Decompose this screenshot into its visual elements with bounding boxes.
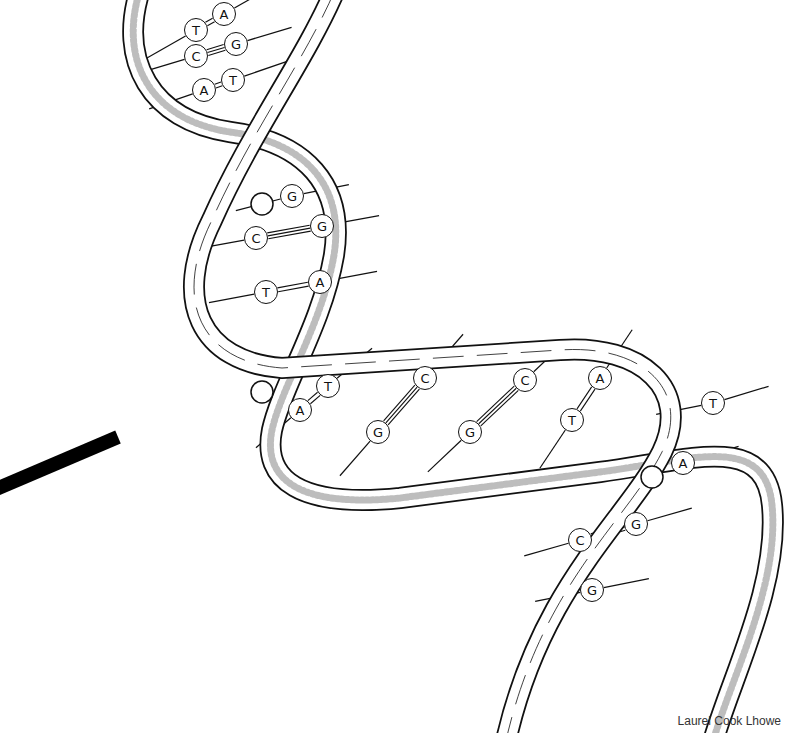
- base-circle: C: [184, 44, 208, 68]
- base-letter: C: [420, 372, 429, 385]
- base-letter: A: [200, 84, 209, 97]
- base-circle: G: [624, 512, 648, 536]
- base-letter: T: [568, 414, 576, 427]
- base-letter: T: [192, 24, 200, 37]
- base-letter: A: [220, 8, 229, 21]
- base-circle: C: [568, 528, 592, 552]
- base-letter: C: [251, 232, 260, 245]
- backbone-outline: [194, 0, 671, 733]
- backbone-rung: [524, 543, 568, 556]
- base-letter: G: [373, 426, 383, 439]
- backbone-ribbon: [133, 0, 773, 733]
- base-circle: A: [192, 78, 216, 102]
- credit-text: Laurel Cook Lhowe: [678, 714, 781, 728]
- bond-line: [207, 22, 214, 26]
- base-circle: A: [288, 398, 312, 422]
- base-letter: T: [324, 380, 332, 393]
- backbone-rung: [247, 27, 291, 40]
- pointer-bar: [0, 437, 118, 489]
- hydrogen-bond: [477, 386, 519, 426]
- bond-line: [479, 388, 517, 424]
- base-letter: G: [317, 220, 327, 233]
- bond-line: [384, 385, 415, 421]
- bond-line: [310, 395, 320, 403]
- backbone-rung: [604, 579, 649, 588]
- base-letter: A: [679, 457, 688, 470]
- base-circle: A: [212, 2, 236, 26]
- base-letter: T: [262, 286, 270, 299]
- hydrogen-bond: [577, 387, 595, 411]
- base-circle: A: [308, 270, 332, 294]
- base-letter: T: [229, 74, 237, 87]
- base-letter: G: [465, 426, 475, 439]
- base-circle: G: [310, 214, 334, 238]
- bond-line: [481, 390, 519, 426]
- backbone-rung: [428, 440, 461, 472]
- base-circle: G: [580, 578, 604, 602]
- base-circle: T: [221, 68, 245, 92]
- base-letter: G: [587, 584, 597, 597]
- base-circle: T: [184, 18, 208, 42]
- base-circle: G: [366, 420, 390, 444]
- hidden-base: [251, 193, 273, 215]
- base-letter: C: [520, 374, 529, 387]
- base-letter: A: [296, 404, 305, 417]
- backbone-rung: [648, 508, 692, 521]
- backbone-outline: [133, 0, 773, 733]
- backbone-rung: [540, 430, 566, 468]
- base-circle: A: [671, 451, 695, 475]
- bond-line: [215, 82, 221, 84]
- base-letter: A: [596, 372, 605, 385]
- bond-line: [278, 286, 308, 292]
- bond-line: [268, 231, 310, 239]
- base-letter: C: [575, 534, 584, 547]
- bond-line: [388, 389, 419, 425]
- backbone-rung: [724, 386, 768, 399]
- base-circle: T: [701, 391, 725, 415]
- bond-line: [477, 386, 515, 422]
- hydrogen-bond: [207, 45, 226, 56]
- base-letter: C: [191, 50, 200, 63]
- base-circle: T: [316, 374, 340, 398]
- backbone-rung: [234, 0, 274, 8]
- bond-line: [208, 50, 225, 55]
- base-circle: A: [588, 366, 612, 390]
- hydrogen-bond: [277, 282, 308, 292]
- backbone-rung: [340, 441, 370, 476]
- bond-line: [386, 387, 417, 423]
- base-letter: T: [709, 397, 717, 410]
- base-circle: G: [280, 184, 304, 208]
- bond-line: [577, 387, 592, 409]
- base-circle: G: [224, 32, 248, 56]
- backbone-rung: [209, 294, 254, 302]
- base-circle: G: [458, 420, 482, 444]
- base-circle: C: [413, 366, 437, 390]
- hydrogen-bond: [267, 225, 310, 239]
- hidden-base: [641, 466, 663, 488]
- base-letter: G: [631, 518, 641, 531]
- bond-line: [205, 18, 212, 22]
- base-letter: G: [231, 38, 241, 51]
- hydrogen-bond: [384, 385, 420, 425]
- bond-line: [216, 86, 222, 88]
- base-circle: C: [244, 226, 268, 250]
- backbone-edge-line: [194, 0, 671, 733]
- backbone-ribbon: [194, 0, 671, 733]
- base-circle: T: [560, 408, 584, 432]
- base-circle: T: [254, 280, 278, 304]
- hidden-base: [251, 381, 273, 403]
- backbone-shading: [133, 0, 773, 733]
- backbone-rung: [146, 36, 186, 59]
- base-circle: C: [513, 368, 537, 392]
- base-letter: A: [316, 276, 325, 289]
- base-letter: G: [287, 190, 297, 203]
